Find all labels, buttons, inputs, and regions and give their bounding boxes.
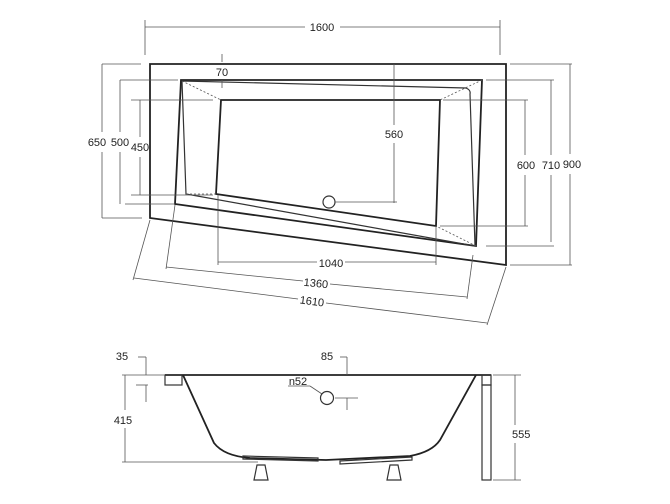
overflow-icon [319,390,335,406]
rim-ledge [164,374,183,386]
dim-650: 650 [88,137,106,149]
leg-right [386,464,402,481]
dim-450: 450 [131,142,149,154]
outer-tub-outline [149,63,507,267]
dimension-lines-top [101,20,572,326]
side-view: 35 85 n52 415 555 [114,351,530,481]
dim-1600: 1600 [310,22,334,34]
side-panel [481,384,492,481]
dim-900: 900 [563,159,581,171]
dim-500: 500 [111,137,129,149]
dim-1610: 1610 [299,294,325,309]
inner-slope-outline [181,80,476,247]
drain-icon [322,195,336,209]
base-support-right [339,456,413,465]
dim-85: 85 [321,351,333,363]
dim-555: 555 [512,429,530,441]
dim-n52: n52 [289,376,307,388]
corner-fold-lines [181,79,483,247]
dim-1360: 1360 [303,277,329,291]
dim-1040: 1040 [319,258,343,270]
dim-600: 600 [517,160,535,172]
leg-left [253,464,269,481]
basin-floor-outline [215,99,441,228]
top-view: 1600 70 650 500 450 560 600 710 900 1040… [88,20,581,326]
dimension-lines-side [122,356,521,481]
dim-415: 415 [114,415,132,427]
dim-35: 35 [116,351,128,363]
tub-profile [182,374,477,461]
dim-560: 560 [385,129,403,141]
dim-710: 710 [542,160,560,172]
base-support-left [242,455,319,462]
dim-70: 70 [216,67,228,79]
